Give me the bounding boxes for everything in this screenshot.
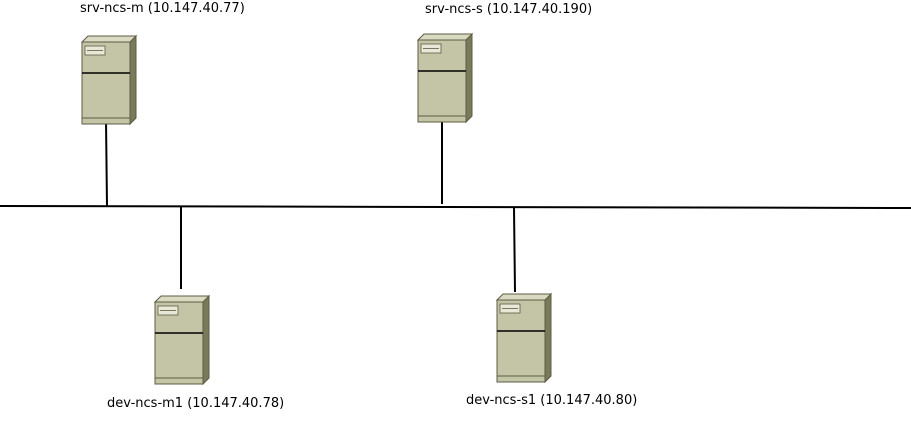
link-srv-ncs-m: [105, 119, 108, 207]
server-label-srv-ncs-m: srv-ncs-m (10.147.40.77): [80, 1, 245, 16]
server-tower-icon: [81, 35, 137, 125]
server-tower-icon: [154, 295, 210, 385]
server-label-dev-ncs-m1: dev-ncs-m1 (10.147.40.78): [107, 396, 284, 411]
server-label-srv-ncs-s: srv-ncs-s (10.147.40.190): [425, 2, 592, 17]
server-srv-ncs-m[interactable]: [81, 35, 137, 125]
network-backbone: [0, 205, 911, 209]
server-dev-ncs-m1[interactable]: [154, 295, 210, 385]
link-dev-ncs-s1: [513, 207, 516, 293]
server-tower-icon: [417, 33, 473, 123]
server-srv-ncs-s[interactable]: [417, 33, 473, 123]
server-dev-ncs-s1[interactable]: [496, 293, 552, 383]
server-tower-icon: [496, 293, 552, 383]
server-label-dev-ncs-s1: dev-ncs-s1 (10.147.40.80): [466, 393, 637, 408]
